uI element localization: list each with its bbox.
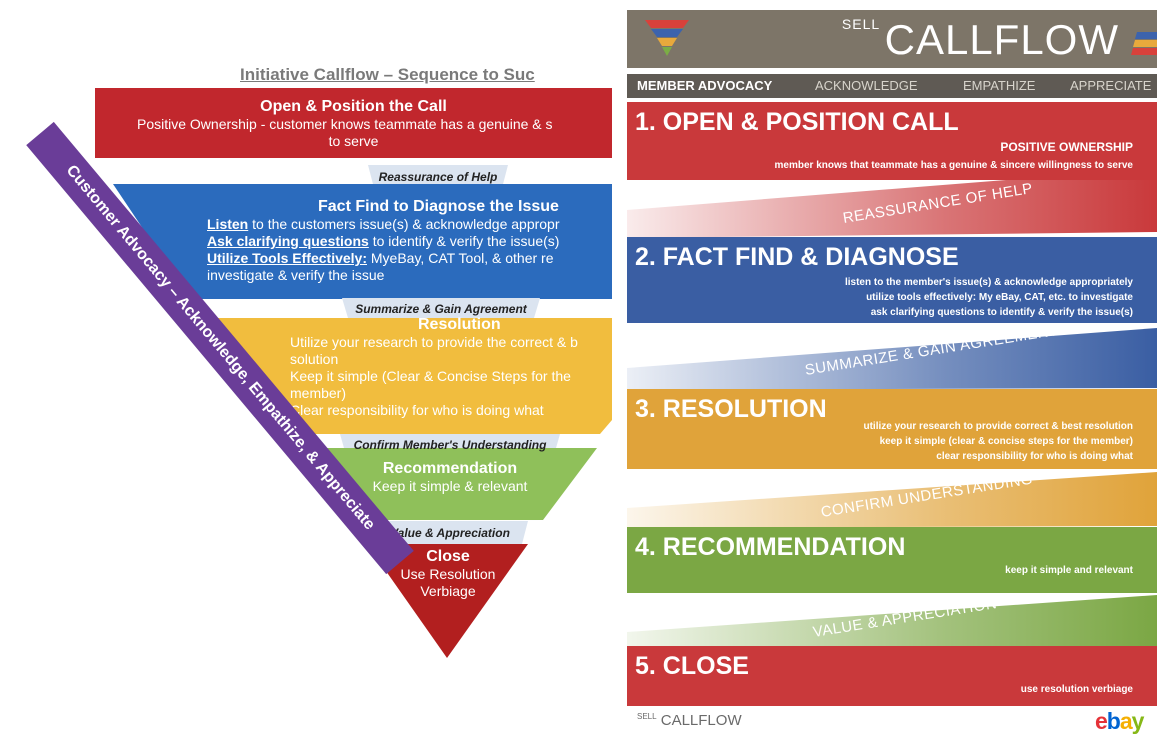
reassurance-connector: Reassurance of Help (378, 170, 498, 184)
section-1-line-1: member knows that teammate has a genuine… (774, 160, 1133, 171)
transition-1-shape (627, 168, 1157, 238)
section-1-bg (627, 102, 1157, 180)
recommendation-line-1: Keep it simple & relevant (372, 478, 528, 494)
open-block-shape (95, 88, 612, 158)
close-block: Close Use Resolution Verbiage (385, 548, 511, 600)
section-5-bg (627, 646, 1157, 706)
poster-title-callflow: CALLFLOW (884, 16, 1119, 63)
section-3-line-1: utilize your research to provide correct… (863, 421, 1133, 432)
section-2-bg (627, 237, 1157, 323)
summarize-connector-shape (342, 298, 540, 318)
poster-title: SELL CALLFLOW (842, 16, 1119, 64)
poster-header: SELL CALLFLOW (627, 10, 1157, 68)
recommendation-block: Recommendation Keep it simple & relevant (330, 460, 570, 495)
resolution-heading: Resolution (418, 316, 501, 333)
section-3-title: 3. RESOLUTION (635, 395, 827, 423)
fact-find-heading: Fact Find to Diagnose the Issue (318, 198, 559, 215)
close-block-shape (367, 544, 528, 658)
recommendation-heading: Recommendation (382, 460, 518, 477)
poster-title-sell: SELL (841, 16, 881, 32)
resolution-line-1: Utilize your research to provide the cor… (290, 334, 578, 350)
section-3-bg (627, 389, 1157, 469)
value-connector: Value & Appreciation (390, 526, 510, 540)
section-recommendation: 4. RECOMMENDATION keep it simple and rel… (627, 527, 1157, 593)
transition-4-shape (627, 595, 1157, 647)
section-5-title: 5. CLOSE (635, 652, 749, 680)
value-connector-shape (372, 521, 528, 544)
resolution-line-2: solution (290, 351, 339, 367)
section-2-title: 2. FACT FIND & DIAGNOSE (635, 243, 959, 271)
open-heading: Open & Position the Call (260, 98, 447, 115)
section-resolution: 3. RESOLUTION utilize your research to p… (627, 389, 1157, 469)
resolution-block-shape (208, 318, 612, 434)
transition-3-shape (627, 472, 1157, 528)
section-4-line-1: keep it simple and relevant (1005, 565, 1133, 576)
section-2-line-3: ask clarifying questions to identify & v… (870, 307, 1133, 318)
fact-find-line-2: Ask clarifying questions to identify & v… (207, 233, 560, 249)
open-line-1: Positive Ownership - customer knows team… (137, 116, 553, 132)
section-1-title: 1. OPEN & POSITION CALL (635, 108, 959, 136)
section-4-title: 4. RECOMMENDATION (635, 533, 906, 561)
acknowledge-label: ACKNOWLEDGE (815, 78, 918, 93)
fact-find-line-3: Utilize Tools Effectively: MyeBay, CAT T… (207, 250, 554, 266)
resolution-line-3: Keep it simple (Clear & Concise Steps fo… (290, 368, 571, 384)
close-line-1: Use Resolution (400, 566, 496, 582)
section-fact-find: 2. FACT FIND & DIAGNOSE listen to the me… (627, 237, 1157, 323)
fact-find-block: Fact Find to Diagnose the Issue Listen t… (200, 198, 612, 284)
section-1-subtitle: POSITIVE OWNERSHIP (1000, 140, 1133, 154)
poster-shapes (627, 102, 1157, 706)
fact-find-block-shape (113, 184, 612, 299)
fact-find-line-1: Listen to the customers issue(s) & ackno… (207, 216, 560, 232)
reassurance-connector-shape (368, 165, 508, 188)
section-close: 5. CLOSE use resolution verbiage (627, 646, 1157, 706)
resolution-line-4: member) (290, 385, 347, 401)
sell-callflow-poster: SELL CALLFLOW MEMBER ADVOCACY ACKNOWLEDG… (627, 10, 1157, 735)
ebay-logo: ebay (1095, 708, 1144, 734)
summarize-connector: Summarize & Gain Agreement (355, 302, 527, 316)
close-line-2: Verbiage (420, 583, 476, 599)
member-advocacy-bar: MEMBER ADVOCACY ACKNOWLEDGE EMPATHIZE AP… (627, 74, 1157, 98)
resolution-block: Resolution Utilize your research to prov… (290, 316, 612, 419)
open-line-2: to serve (328, 133, 379, 149)
section-5-line-1: use resolution verbiage (1020, 684, 1133, 695)
member-advocacy-label: MEMBER ADVOCACY (637, 78, 773, 93)
section-3-line-3: clear responsibility for who is doing wh… (936, 451, 1133, 462)
funnel-logo-icon (645, 20, 689, 56)
close-heading: Close (426, 548, 470, 565)
empathize-label: EMPATHIZE (963, 78, 1036, 93)
section-open-position: 1. OPEN & POSITION CALL POSITIVE OWNERSH… (627, 102, 1157, 180)
left-title: Initiative Callflow – Sequence to Suc (240, 65, 535, 84)
transition-2-shape (627, 328, 1157, 390)
poster-footer: SELL CALLFLOW (637, 712, 742, 729)
section-2-line-1: listen to the member's issue(s) & acknow… (844, 277, 1133, 288)
open-block: Open & Position the Call Positive Owners… (95, 98, 612, 150)
section-2-line-2: utilize tools effectively: My eBay, CAT,… (866, 292, 1133, 303)
appreciate-label: APPRECIATE (1070, 78, 1152, 93)
section-4-bg (627, 527, 1157, 593)
resolution-line-5: Clear responsibility for who is doing wh… (290, 402, 544, 418)
fact-find-line-4: investigate & verify the issue (207, 267, 385, 283)
color-stripes-icon (1131, 32, 1157, 55)
confirm-connector: Confirm Member's Understanding (353, 438, 547, 452)
section-3-line-2: keep it simple (clear & concise steps fo… (879, 436, 1133, 447)
